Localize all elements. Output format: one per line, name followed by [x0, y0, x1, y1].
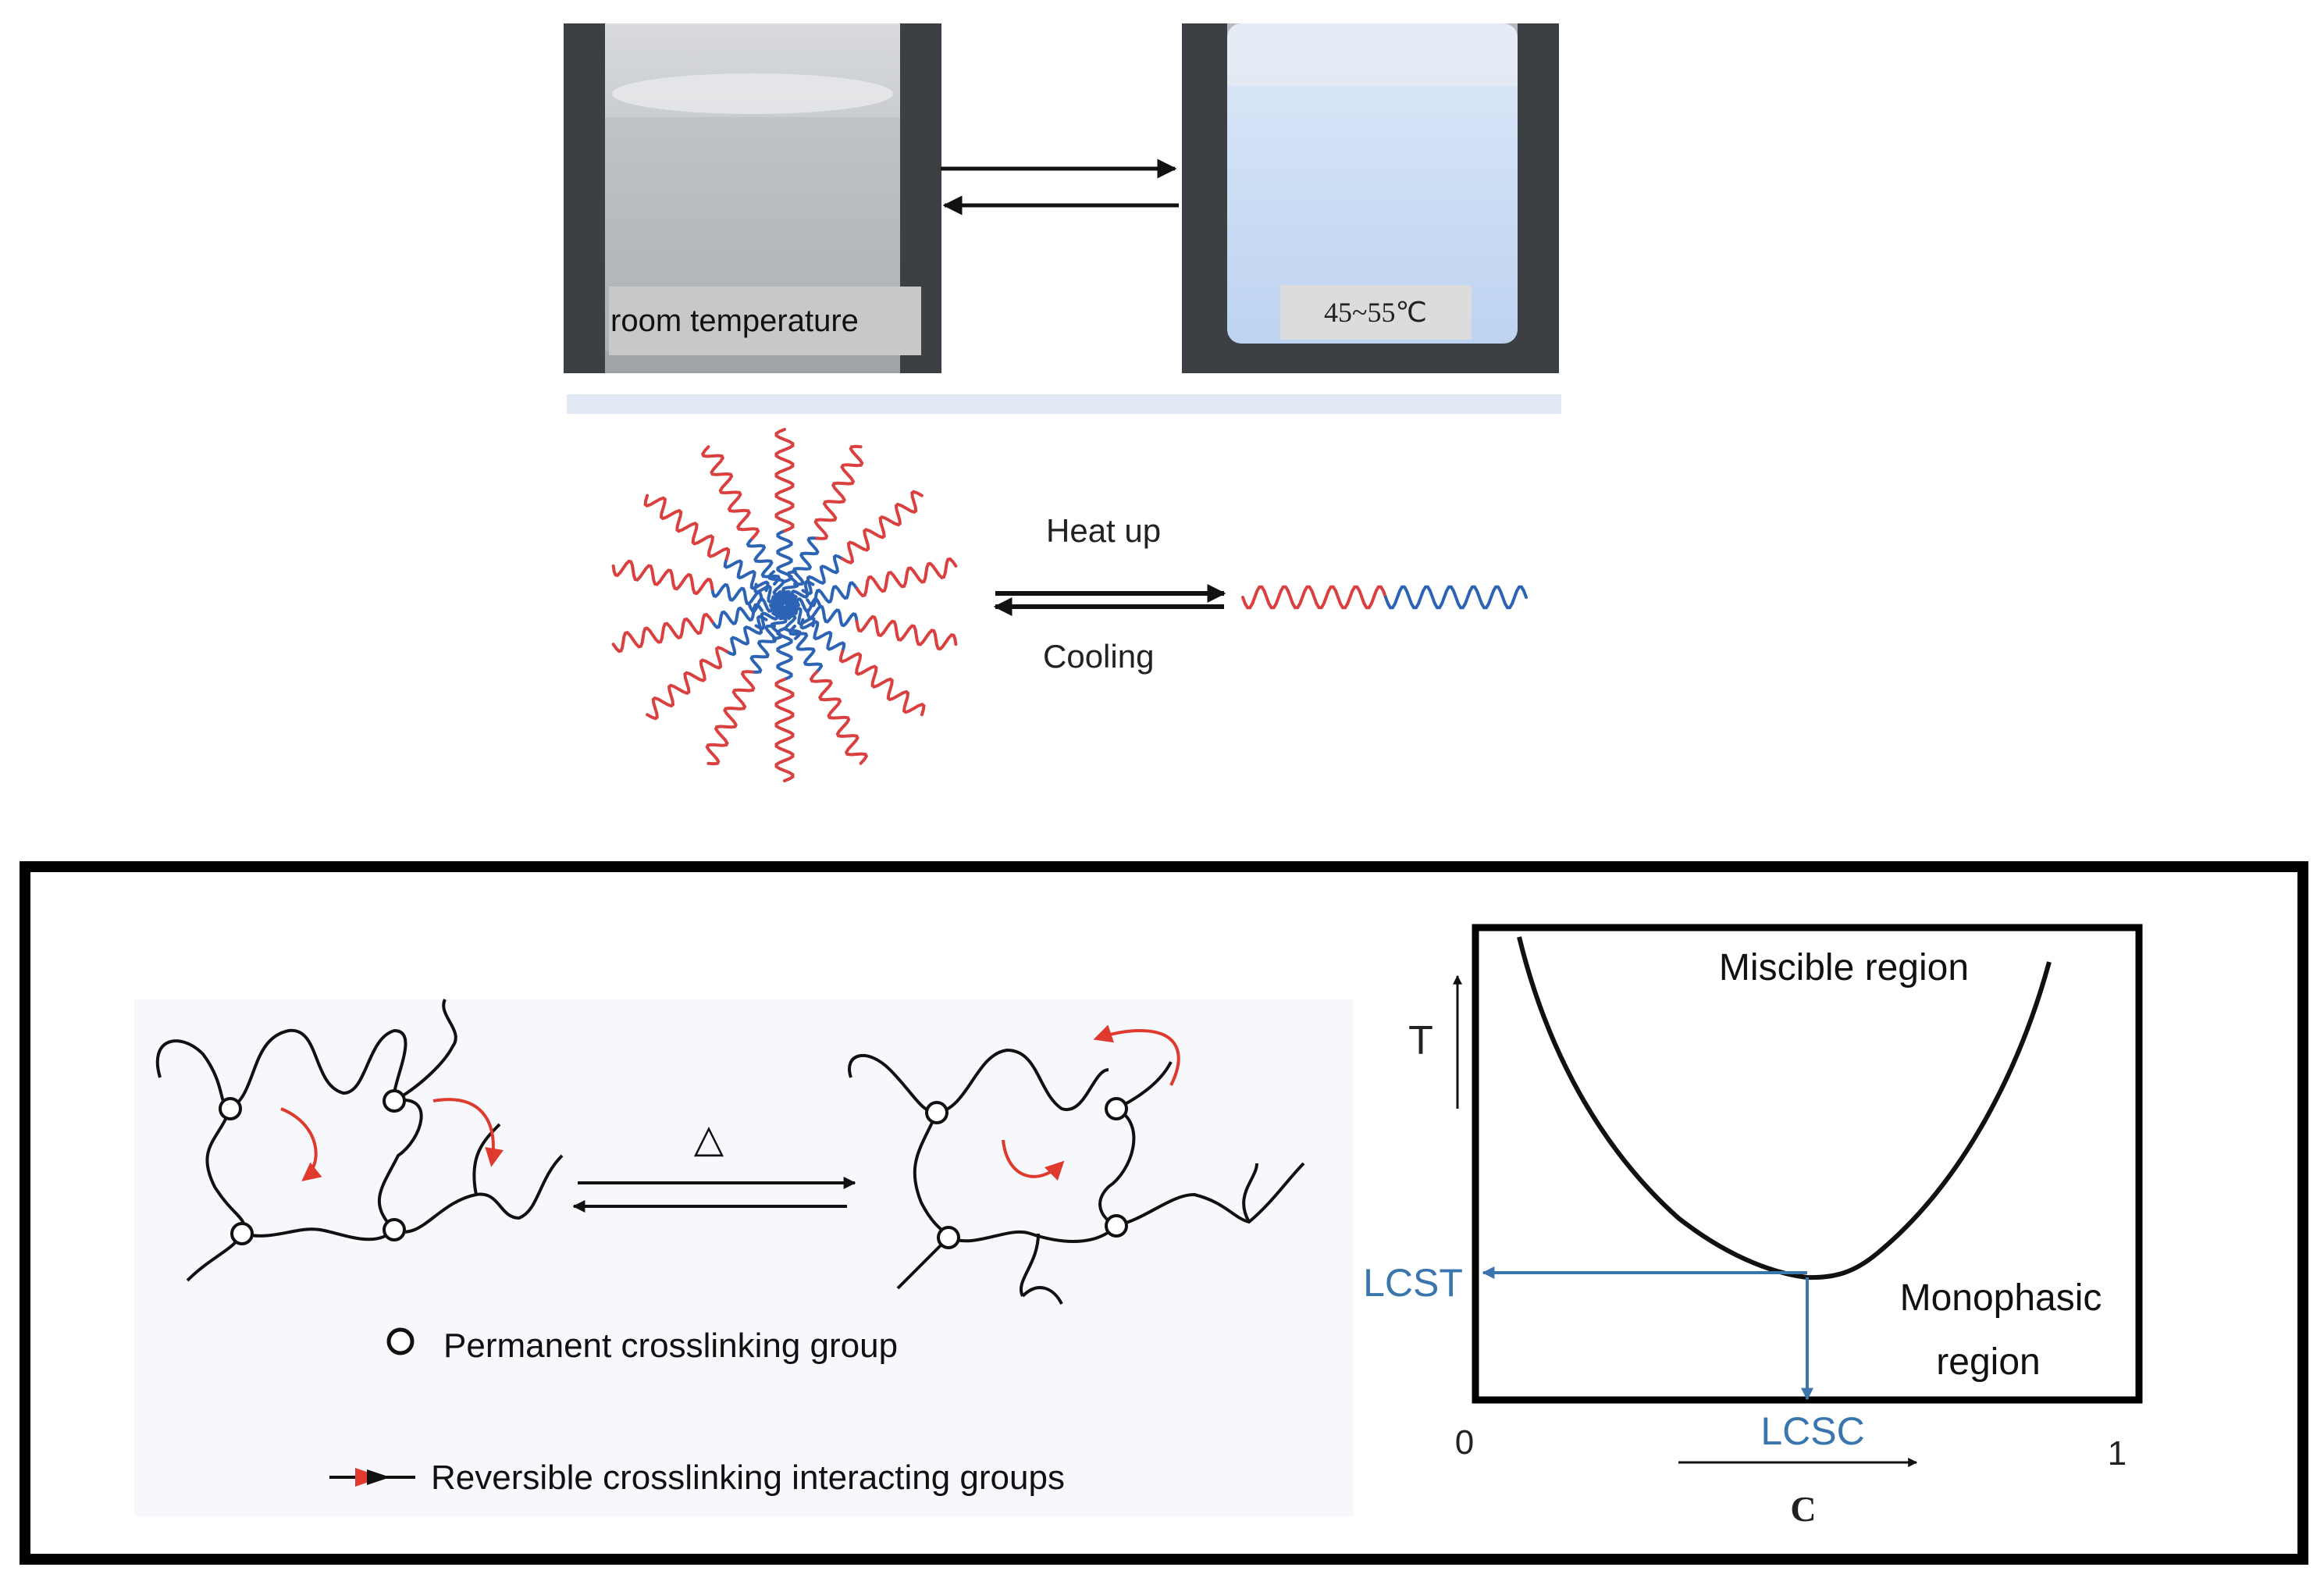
reversible-arrow-2 — [432, 1098, 504, 1167]
micelle-corona-chain — [813, 444, 864, 540]
micelle-core-chain — [776, 627, 793, 681]
unimer-hydrophobic-block — [1384, 585, 1528, 610]
micelle-corona-chain — [643, 493, 731, 561]
micelle-corona-chain — [855, 614, 958, 651]
micelle-core-chain — [801, 554, 845, 596]
permanent-crosslink-legend-icon — [386, 1327, 415, 1355]
micelle-corona-chain — [809, 670, 869, 765]
y-axis-label: T — [1408, 1018, 1433, 1063]
micelle-corona-chain — [774, 678, 795, 782]
micelle-corona-chain — [838, 650, 926, 717]
lcsc-label: LCSC — [1760, 1409, 1864, 1453]
monophasic-region-label-2: region — [1936, 1341, 2040, 1383]
room-temperature-label: room temperature — [610, 304, 859, 338]
reversible-arrow-3 — [1002, 1139, 1065, 1181]
reversible-crosslink-legend: Reversible crosslinking interacting grou… — [431, 1459, 1065, 1497]
permanent-crosslink-legend: Permanent crosslinking group — [443, 1327, 898, 1365]
x-axis-max: 1 — [2108, 1434, 2126, 1473]
micelle-core-chain — [792, 536, 820, 586]
network-panel-bg — [134, 999, 1354, 1516]
heat-up-label: Heat up — [1046, 512, 1161, 549]
photo-strip-divider — [567, 394, 1561, 414]
vial-photo-heated: 45~55℃ — [1182, 23, 1559, 373]
micelle-diagram — [611, 428, 958, 782]
monophasic-region-label-1: Monophasic — [1900, 1277, 2102, 1319]
reversible-arrow-1 — [280, 1107, 322, 1182]
coexistence-curve — [1517, 936, 2052, 1280]
micelle-core-chain — [723, 557, 770, 593]
x-axis-label: C — [1790, 1489, 1816, 1529]
micelle-core-coil — [776, 570, 799, 621]
miscible-region-label: Miscible region — [1719, 947, 1969, 988]
crosslink-nodes-after — [925, 1097, 1128, 1249]
micelle-corona-chain — [646, 646, 728, 721]
lcst-label: LCST — [1363, 1261, 1463, 1305]
micelle-core-chain — [724, 614, 768, 657]
micelle-corona-chain — [611, 559, 714, 596]
micelle-core-chain — [776, 529, 793, 583]
free-unimer-chain — [1241, 585, 1528, 610]
vial-photo-room-temperature: room temperature — [564, 23, 941, 373]
micelle-corona-chain — [855, 557, 958, 598]
unimer-hydrophilic-block — [1241, 585, 1387, 610]
heated-temperature-label: 45~55℃ — [1324, 297, 1427, 328]
micelle-corona-chain — [841, 490, 924, 565]
micelle-core-chain — [749, 624, 778, 674]
network-before-heating — [155, 999, 564, 1282]
micelle-core-chain — [710, 603, 763, 629]
micelle-core-chain — [806, 604, 859, 628]
micelle-core-coil — [771, 579, 815, 618]
bottom-panel-frame — [20, 861, 2308, 1565]
network-after-heating — [848, 1048, 1305, 1305]
micelle-core-coil — [767, 570, 795, 621]
micelle-corona-chain — [774, 428, 795, 532]
heat-triangle-symbol: △ — [694, 1116, 724, 1161]
micelle-core-chain — [799, 618, 846, 654]
reversible-legend-icon — [329, 1468, 415, 1487]
micelle-core-coil — [753, 582, 799, 615]
x-axis-min: 0 — [1455, 1423, 1474, 1462]
micelle-core-chain — [806, 581, 859, 607]
micelle-corona-chain — [611, 612, 714, 654]
micelle-core-chain — [710, 582, 763, 606]
micelle-corona-chain — [700, 445, 760, 540]
crosslink-nodes-before — [219, 1089, 406, 1245]
reversible-arrow-4 — [1093, 1024, 1180, 1086]
cooling-label: Cooling — [1043, 638, 1154, 675]
micelle-corona-chain — [705, 670, 756, 766]
